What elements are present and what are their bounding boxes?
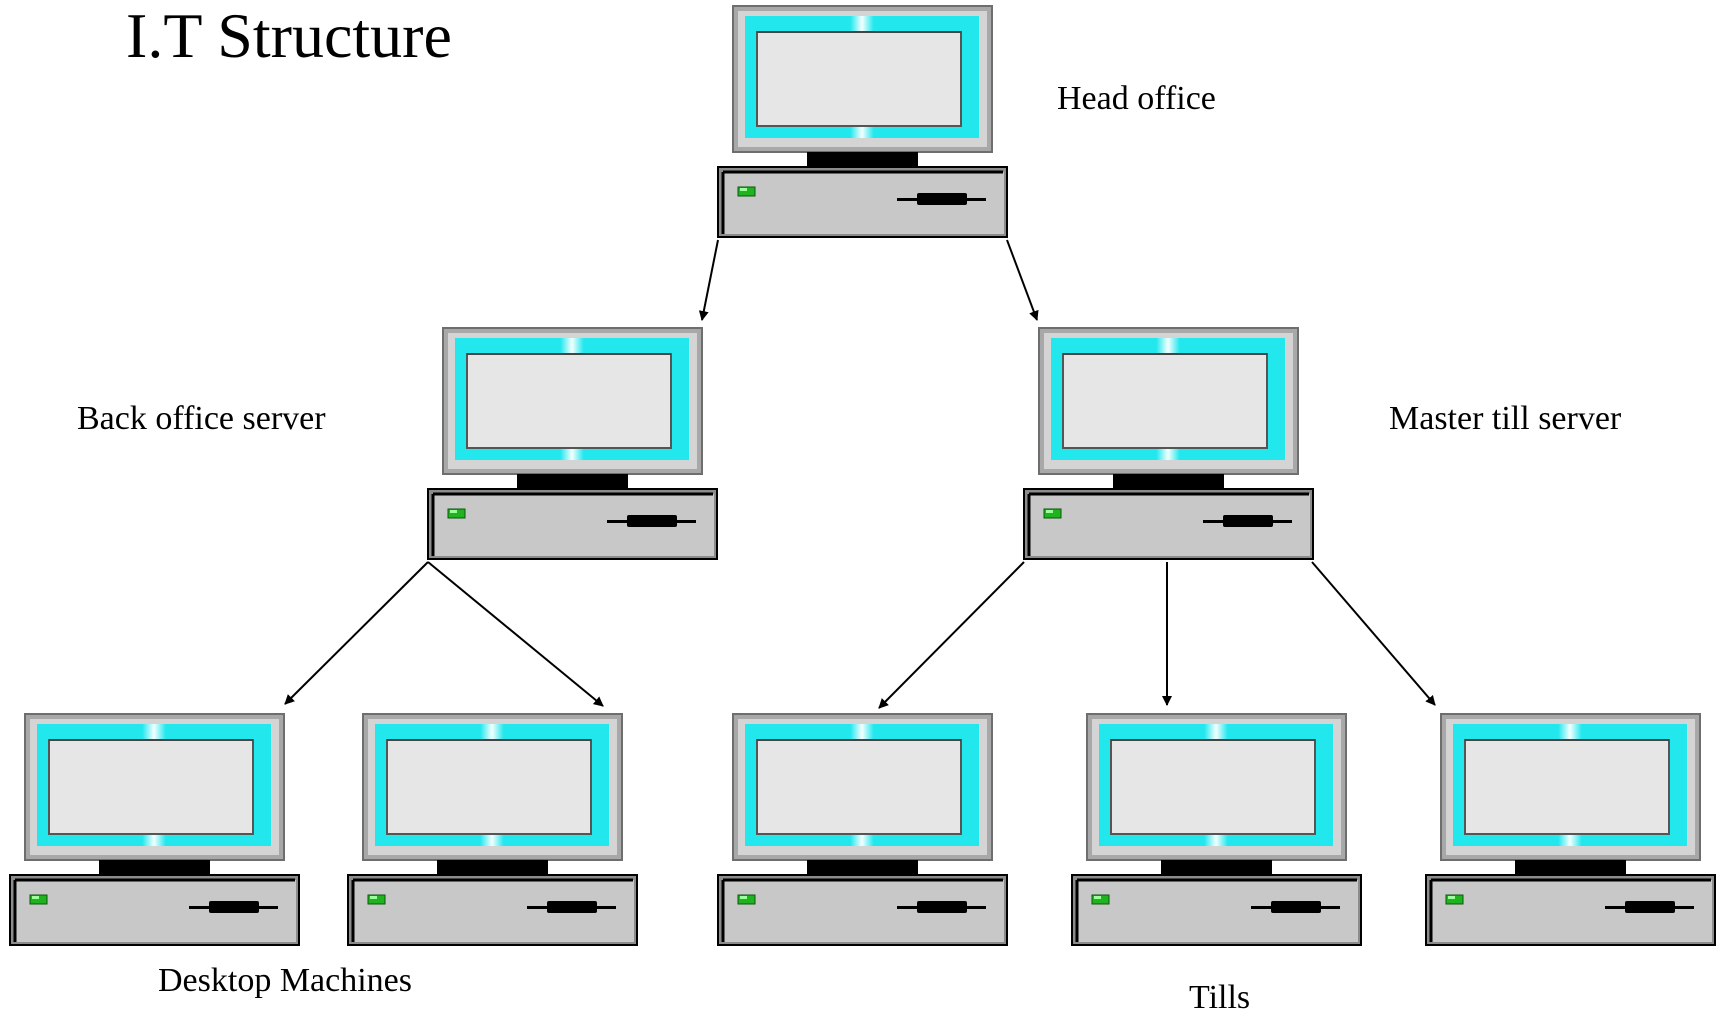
connector-master-till-to-till-3 (1311, 561, 1436, 706)
computer-icon (426, 326, 719, 561)
computer-icon (8, 712, 301, 947)
label-tills: Tills (1189, 979, 1251, 1016)
computer-icon (346, 712, 639, 947)
node-till-3 (1424, 712, 1716, 947)
connector-back-office-to-desktop-2 (427, 561, 604, 707)
node-master-till-server (1022, 326, 1315, 561)
node-head-office (716, 4, 1009, 239)
node-till-2 (1070, 712, 1363, 947)
connector-master-till-to-till-1 (878, 561, 1025, 709)
computer-icon (716, 4, 1009, 239)
label-back-office-server: Back office server (77, 400, 326, 437)
computer-icon (1022, 326, 1315, 561)
node-desktop-machine-2 (346, 712, 639, 947)
connector-head-to-master-till (1006, 239, 1039, 321)
page-title: I.T Structure (126, 0, 452, 71)
label-master-till-server: Master till server (1389, 400, 1622, 437)
node-back-office-server (426, 326, 719, 561)
connector-head-to-back-office (698, 239, 719, 321)
connections (284, 239, 1436, 709)
label-head-office: Head office (1057, 80, 1216, 117)
connector-back-office-to-desktop-1 (284, 561, 429, 705)
computer-icon (716, 712, 1009, 947)
label-desktop-machines: Desktop Machines (158, 962, 413, 999)
node-till-1 (716, 712, 1009, 947)
computer-icon (1070, 712, 1363, 947)
computer-icon (1424, 712, 1716, 947)
node-desktop-machine-1 (8, 712, 301, 947)
